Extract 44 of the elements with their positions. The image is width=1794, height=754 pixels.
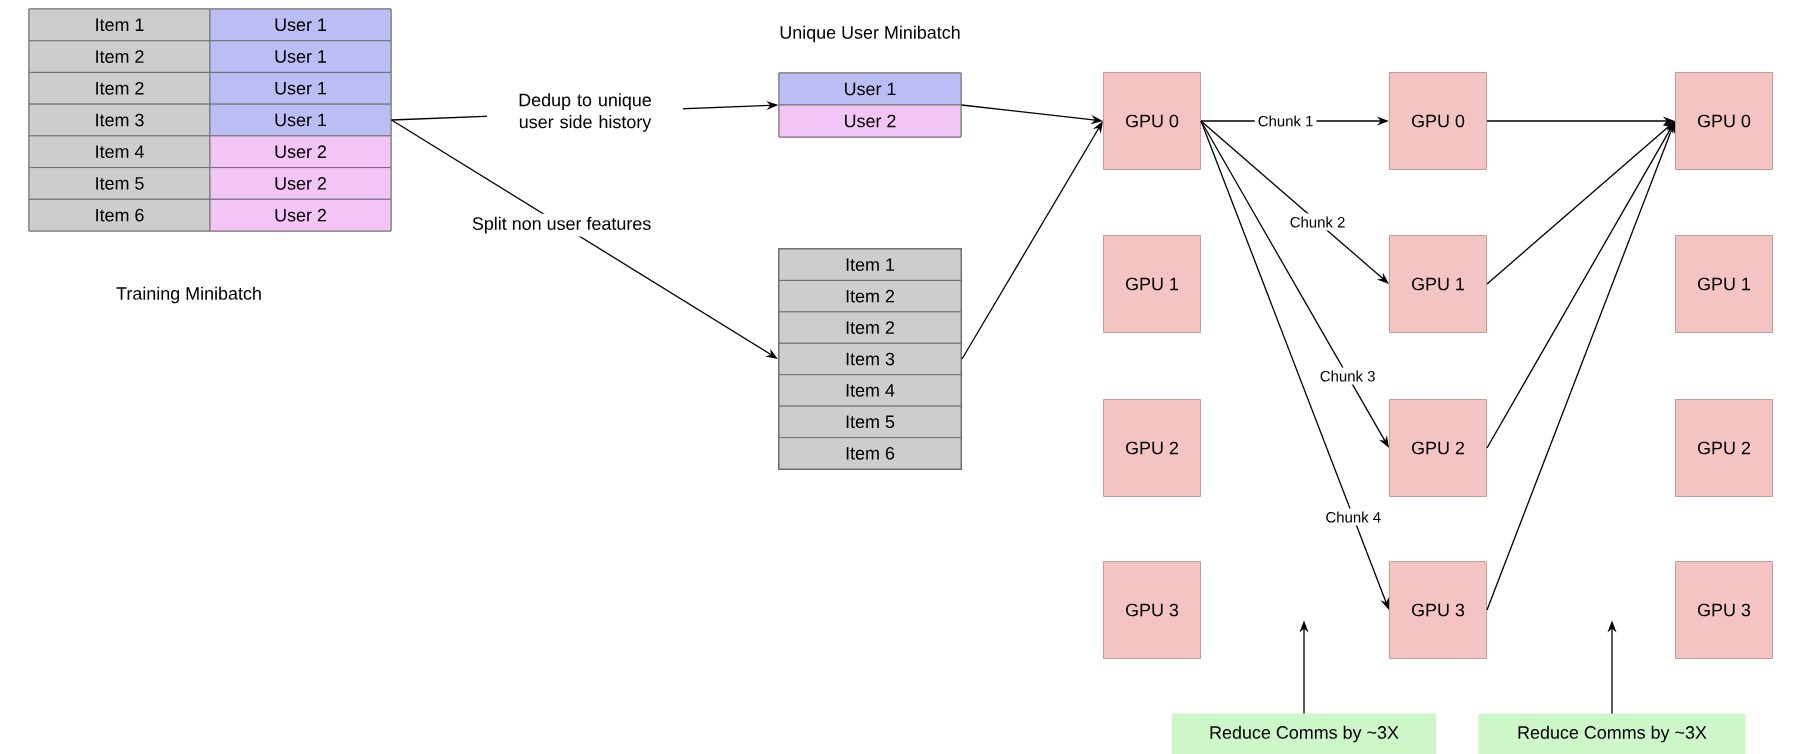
table-cell: User 2: [209, 167, 392, 200]
edge-label: Chunk 3: [1316, 367, 1379, 385]
table-cell: Item 3: [28, 103, 211, 137]
arrow: [390, 119, 778, 359]
table-cell: Item 5: [28, 167, 211, 200]
gpu-box: GPU 0: [1675, 72, 1773, 170]
table-title: Unique User Minibatch: [780, 25, 960, 43]
gpu-box: GPU 3: [1675, 561, 1773, 659]
table-cell: User 1: [778, 72, 962, 106]
arrow: [961, 121, 1103, 360]
edge-label: Split non user features: [468, 213, 655, 237]
gpu-box: GPU 1: [1389, 235, 1487, 333]
gpu-box: GPU 0: [1389, 72, 1487, 170]
edge-label: Dedup to unique user side history: [487, 90, 683, 135]
table-cell: User 1: [209, 8, 392, 42]
table-cell: Item 6: [28, 198, 211, 232]
table-cell: Item 1: [28, 8, 211, 42]
edge-label: Chunk 4: [1322, 508, 1385, 526]
note-box: Reduce Comms by ~3X: [1172, 713, 1436, 754]
gpu-box: GPU 1: [1103, 235, 1201, 333]
table-cell: Item 2: [28, 71, 211, 105]
table-cell: User 1: [209, 40, 392, 73]
table-cell: Item 4: [28, 135, 211, 169]
arrow: [1200, 120, 1389, 284]
table-cell: Item 2: [28, 40, 211, 73]
arrow: [1486, 121, 1675, 449]
gpu-box: GPU 2: [1675, 399, 1773, 497]
gpu-box: GPU 3: [1389, 561, 1487, 659]
arrow: [1486, 121, 1675, 285]
table-cell: User 2: [778, 104, 962, 138]
gpu-box: GPU 0: [1103, 72, 1201, 170]
table-cell: User 1: [209, 71, 392, 105]
edge-label: Chunk 2: [1286, 213, 1349, 231]
table-title: Training Minibatch: [116, 286, 261, 304]
gpu-box: GPU 2: [1103, 399, 1201, 497]
gpu-box: GPU 1: [1675, 235, 1773, 333]
table-cell: User 1: [209, 103, 392, 137]
note-box: Reduce Comms by ~3X: [1478, 713, 1746, 754]
gpu-box: GPU 3: [1103, 561, 1201, 659]
table-cell: User 2: [209, 135, 392, 169]
gpu-box: GPU 2: [1389, 399, 1487, 497]
arrow: [1200, 120, 1389, 448]
edge-label: Chunk 1: [1254, 112, 1317, 130]
table-cell: User 2: [209, 198, 392, 232]
